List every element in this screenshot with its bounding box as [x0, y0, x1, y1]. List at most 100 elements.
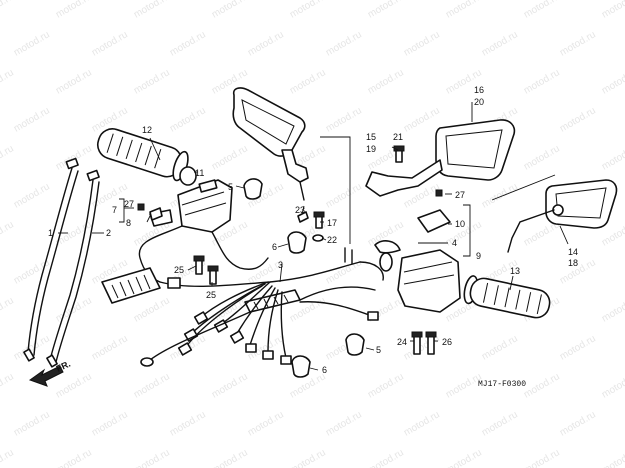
- watermark-text: motod.ru: [210, 0, 250, 21]
- callout-2: 2: [106, 228, 111, 238]
- watermark-text: motod.ru: [54, 371, 94, 400]
- watermark-text: motod.ru: [366, 447, 406, 468]
- watermark-text: motod.ru: [90, 333, 130, 362]
- watermark-text: motod.ru: [132, 67, 172, 96]
- callout-9: 9: [476, 251, 481, 261]
- watermark-text: motod.ru: [0, 67, 16, 96]
- watermark-text: motod.ru: [366, 67, 406, 96]
- callout-6-upper: 6: [272, 242, 277, 252]
- right-switch-housing: [374, 240, 461, 313]
- callout-17: 17: [327, 218, 337, 228]
- watermark-text: motod.ru: [12, 409, 52, 438]
- watermark-text: motod.ru: [132, 447, 172, 468]
- watermark-text: motod.ru: [480, 29, 520, 58]
- watermark-text: motod.ru: [600, 0, 625, 21]
- watermark-text: motod.ru: [522, 67, 562, 96]
- watermark-text: motod.ru: [12, 181, 52, 210]
- watermark-text: motod.ru: [54, 447, 94, 468]
- left-mirror: [232, 87, 309, 201]
- watermark-text: motod.ru: [324, 257, 364, 286]
- callout-20: 20: [474, 97, 484, 107]
- watermark-text: motod.ru: [0, 219, 16, 248]
- watermark-text: motod.ru: [54, 295, 94, 324]
- watermark-text: motod.ru: [0, 447, 16, 468]
- callout-5-lower: 5: [376, 345, 381, 355]
- watermark-text: motod.ru: [288, 447, 328, 468]
- watermark-text: motod.ru: [54, 143, 94, 172]
- watermark-text: motod.ru: [444, 447, 484, 468]
- callout-19: 19: [366, 144, 376, 154]
- watermark-text: motod.ru: [246, 29, 286, 58]
- callout-11: 11: [195, 168, 204, 178]
- drawing-code: MJ17-F0300: [478, 380, 526, 389]
- watermark-text: motod.ru: [444, 0, 484, 21]
- watermark-text: motod.ru: [366, 371, 406, 400]
- callout-22: 22: [327, 235, 337, 245]
- watermark-text: motod.ru: [0, 295, 16, 324]
- watermark-text: motod.ru: [480, 333, 520, 362]
- callout-24: 24: [397, 337, 407, 347]
- right-mirror-upper: [365, 119, 516, 197]
- leader-lines: [58, 102, 569, 371]
- watermark-text: motod.ru: [168, 105, 208, 134]
- watermark-text: motod.ru: [324, 409, 364, 438]
- watermark-text: motod.ru: [522, 371, 562, 400]
- wire-harness: [101, 225, 384, 367]
- callout-14: 14: [568, 247, 578, 257]
- callout-6-lower: 6: [322, 365, 327, 375]
- callout-26: 26: [442, 337, 452, 347]
- watermark-text: motod.ru: [0, 371, 16, 400]
- watermark-text: motod.ru: [90, 409, 130, 438]
- right-grip: [463, 275, 551, 319]
- watermark-text: motod.ru: [558, 105, 598, 134]
- watermark-text: motod.ru: [324, 105, 364, 134]
- watermark-text: motod.ru: [366, 0, 406, 21]
- watermark-text: motod.ru: [324, 29, 364, 58]
- left-grip: [96, 128, 189, 182]
- watermark-text: motod.ru: [288, 67, 328, 96]
- watermark-text: motod.ru: [246, 409, 286, 438]
- callout-15: 15: [366, 132, 376, 142]
- watermark-text: motod.ru: [402, 29, 442, 58]
- callout-23: 23: [295, 205, 305, 215]
- watermark-text: motod.ru: [600, 295, 625, 324]
- control-cables: [23, 157, 100, 368]
- watermark-text: motod.ru: [0, 143, 16, 172]
- watermark-text: motod.ru: [54, 0, 94, 21]
- watermark-text: motod.ru: [558, 333, 598, 362]
- callout-25-upper: 25: [174, 265, 184, 275]
- callout-labels: 1 2 3 4 5 5 6 6 7 8 9 10 11 12 13 14 15 …: [48, 85, 578, 375]
- watermark-text: motod.ru: [402, 409, 442, 438]
- callout-21: 21: [393, 132, 403, 142]
- callout-18: 18: [568, 258, 578, 268]
- watermark-text: motod.ru: [168, 409, 208, 438]
- callout-3: 3: [278, 260, 283, 270]
- watermark-text: motod.ru: [522, 0, 562, 21]
- watermark-text: motod.ru: [288, 0, 328, 21]
- callout-4: 4: [452, 238, 457, 248]
- watermark-text: motod.ru: [600, 447, 625, 468]
- watermark-text: motod.ru: [558, 29, 598, 58]
- watermark-text: motod.ru: [558, 409, 598, 438]
- watermark-text: motod.ru: [600, 143, 625, 172]
- callout-25-lower: 25: [206, 290, 216, 300]
- callout-27-right: 27: [455, 190, 465, 200]
- watermark-text: motod.ru: [54, 67, 94, 96]
- callout-27-left: 27: [124, 199, 134, 209]
- watermark-text: motod.ru: [600, 371, 625, 400]
- watermark-text: motod.ru: [210, 143, 250, 172]
- watermark-text: motod.ru: [480, 409, 520, 438]
- watermark-text: motod.ru: [522, 447, 562, 468]
- watermark-text: motod.ru: [402, 105, 442, 134]
- callout-13: 13: [510, 266, 520, 276]
- watermark-text: motod.ru: [522, 143, 562, 172]
- watermark-text: motod.ru: [132, 295, 172, 324]
- callout-12: 12: [142, 125, 152, 135]
- watermark-text: motod.ru: [168, 29, 208, 58]
- callout-5-upper: 5: [228, 182, 233, 192]
- watermark-text: motod.ru: [132, 371, 172, 400]
- watermark-text: motod.ru: [12, 29, 52, 58]
- watermark-text: motod.ru: [132, 0, 172, 21]
